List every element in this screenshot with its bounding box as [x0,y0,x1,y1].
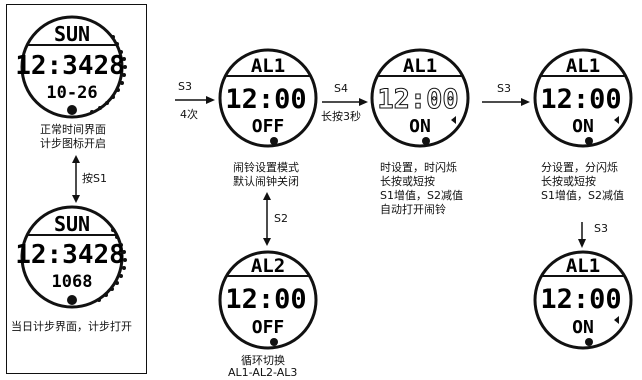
alarm-state: ON [572,116,594,137]
watch-face-alarm-mode-svg: AL1 12:00 OFF [218,48,318,148]
alarm-time: 12:00 [225,284,306,315]
caption-normal-1: 正常时间界面 [40,123,106,136]
alarm-state: OFF [252,317,285,338]
watch-face-pedometer: SUN 12:3428 1068 [15,205,130,319]
step-count-display: 1068 [52,272,93,292]
arrow-s3-4x [175,96,215,104]
arrow-label-long-press: 长按3秒 [321,110,361,123]
arrow-label-4x: 4次 [180,108,198,121]
arrow-label-s3-c: S3 [594,222,608,235]
alarm-title: AL1 [403,55,437,77]
arrow-label-s2: S2 [274,212,288,225]
caption-alarm-mode-1: 闹铃设置模式 [233,161,299,174]
alarm-state: ON [409,116,431,137]
caption-alarm2-2: AL1-AL2-AL3 [228,366,298,379]
time-display: 12:3428 [15,240,125,270]
watch-face-minute-setting: AL1 12:00 ON [533,46,633,154]
arrow-s4 [322,98,368,106]
alarm-title: AL1 [251,55,285,77]
caption-hour-3: S1增值，S2减值 [380,189,463,202]
caption-minute-2: 长按或短按 [541,175,596,188]
bell-icon [451,116,456,124]
alarm-time: 12:00 [377,84,458,115]
bell-icon [614,316,619,324]
alarm-time: 12:00 [540,284,621,315]
watch-face-hour-setting-svg: AL1 12:00 ON [370,48,470,148]
step-icon [270,137,278,145]
caption-hour-2: 长按或短按 [380,175,435,188]
arrow-label-s1: 按S1 [82,172,107,185]
day-label: SUN [54,22,90,46]
arrow-s3-minute [482,98,530,106]
watch-face-minute-result: AL1 12:00 ON [533,248,633,356]
date-display: 10-26 [46,83,97,103]
step-icon [67,295,77,305]
alarm-state: ON [572,317,594,338]
watch-face-pedometer-svg: SUN 12:3428 1068 [15,205,127,309]
alarm-title: AL1 [566,255,600,277]
watch-face-alarm-2: AL2 12:00 OFF [218,248,318,356]
watch-face-minute-result-svg: AL1 12:00 ON [533,250,633,350]
alarm-state: OFF [252,116,285,137]
step-icon [585,137,593,145]
caption-alarm2-1: 循环切换 [241,354,285,367]
arrow-label-s3: S3 [178,80,192,93]
watch-face-alarm-2-svg: AL2 12:00 OFF [218,250,318,350]
caption-alarm-mode-2: 默认闹钟关闭 [233,175,299,188]
caption-hour-4: 自动打开闹铃 [380,203,446,216]
watch-face-minute-setting-svg: AL1 12:00 ON [533,48,633,148]
watch-face-alarm-mode: AL1 12:00 OFF [218,46,318,154]
arrow-label-s4: S4 [334,82,348,95]
day-label: SUN [54,212,90,236]
watch-face-hour-setting: AL1 12:00 ON [370,46,470,154]
alarm-time: 12:00 [225,84,306,115]
normal-mode-panel-frame [6,4,147,374]
seconds-dot-ring [90,35,127,114]
step-icon [422,137,430,145]
double-arrow-s1 [72,155,80,203]
step-icon [67,105,77,115]
arrow-s3-down [578,222,586,248]
caption-pedometer: 当日计步界面，计步打开 [11,320,132,333]
caption-normal-2: 计步图标开启 [40,137,106,150]
alarm-title: AL2 [251,255,285,277]
arrow-label-s3-b: S3 [497,82,511,95]
caption-minute-1: 分设置，分闪烁 [541,161,618,174]
caption-hour-1: 时设置，时闪烁 [380,161,457,174]
alarm-title: AL1 [566,55,600,77]
watch-face-normal-time: SUN 12:3428 10-26 [15,12,130,126]
double-arrow-s2 [263,192,271,246]
step-icon [270,338,278,346]
bell-icon [614,116,619,124]
step-icon [585,338,593,346]
caption-minute-3: S1增值，S2减值 [541,189,624,202]
time-display: 12:3428 [15,51,125,81]
alarm-time: 12:00 [540,84,621,115]
watch-face-normal-svg: SUN 12:3428 10-26 [15,15,127,119]
